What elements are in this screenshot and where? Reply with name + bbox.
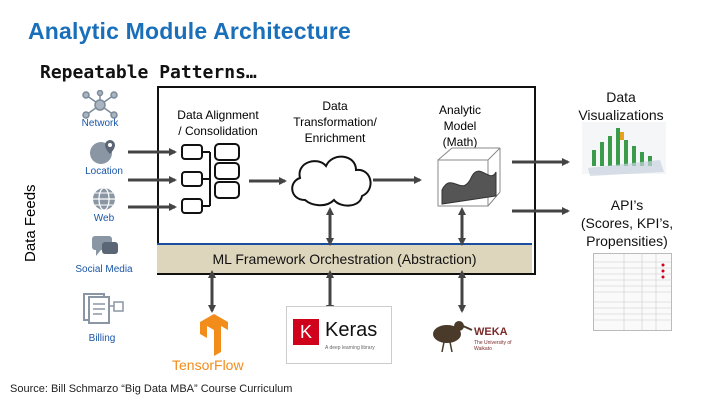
cloud-icon xyxy=(291,155,372,207)
location-icon xyxy=(88,138,118,166)
tensorflow-label: TensorFlow xyxy=(172,357,244,373)
source-label-social-media: Social Media xyxy=(75,264,133,275)
api-output-label: API’s (Scores, KPI’s, Propensities) xyxy=(572,196,682,250)
api-table-thumbnail xyxy=(593,253,672,331)
network-icon xyxy=(80,89,120,120)
model-label-line2: Model xyxy=(443,119,477,133)
transformation-label-line3: Enrichment xyxy=(304,131,366,145)
viz-output-label: Data Visualizations xyxy=(566,88,676,124)
model-cube-icon xyxy=(437,147,501,207)
keras-label: Keras xyxy=(325,319,378,341)
alignment-label: Data Alignment / Consolidation xyxy=(168,107,268,139)
source-citation: Source: Bill Schmarzo “Big Data MBA” Cou… xyxy=(10,383,293,395)
model-label-line1: Analytic xyxy=(438,103,482,117)
api-output-label-line2: (Scores, KPI’s, xyxy=(580,215,674,231)
page-title: Analytic Module Architecture xyxy=(28,18,351,44)
tensorflow-logo xyxy=(200,314,228,356)
source-label-web: Web xyxy=(93,213,115,224)
transformation-label: Data Transformation/ Enrichment xyxy=(280,98,390,146)
source-label-billing: Billing xyxy=(88,333,116,344)
transformation-label-line1: Data xyxy=(322,99,348,113)
keras-k-icon: K xyxy=(293,319,319,345)
model-label-line3: (Math) xyxy=(442,135,478,149)
subtitle: Repeatable Patterns… xyxy=(40,62,257,83)
viz-output-label-line2: Visualizations xyxy=(578,107,664,123)
model-label: Analytic Model (Math) xyxy=(420,102,500,150)
consolidation-icon xyxy=(181,143,240,214)
keras-logo-box: K Keras A deep learning library xyxy=(286,306,392,364)
transformation-label-line2: Transformation/ xyxy=(293,115,377,129)
billing-icon xyxy=(82,292,126,326)
weka-label: WEKA xyxy=(474,326,508,338)
viz-output-label-line1: Data xyxy=(606,89,636,105)
api-output-label-line1: API’s xyxy=(610,197,644,213)
visualization-thumbnail xyxy=(582,122,666,176)
weka-bird-icon xyxy=(433,321,473,353)
alignment-label-line2: / Consolidation xyxy=(178,124,258,138)
web-icon xyxy=(90,186,118,212)
keras-tagline: A deep learning library xyxy=(325,345,375,351)
api-output-label-line3: Propensities) xyxy=(586,233,668,249)
chat-bubble-icon xyxy=(90,234,120,260)
source-label-location: Location xyxy=(85,166,123,177)
source-label-network: Network xyxy=(81,118,119,129)
alignment-label-line1: Data Alignment xyxy=(177,108,259,122)
weka-sub-label: The University of Waikato xyxy=(474,340,512,352)
ml-framework-bar: ML Framework Orchestration (Abstraction) xyxy=(157,243,532,273)
